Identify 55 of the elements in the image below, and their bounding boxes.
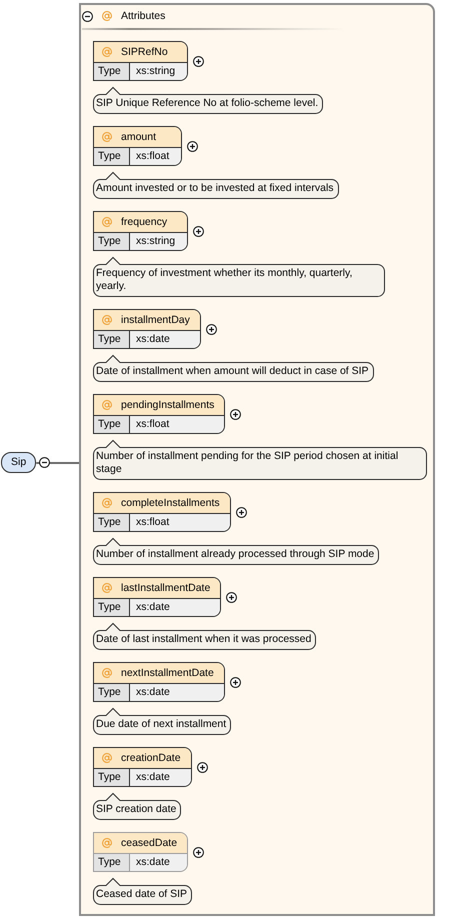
type-label: Type [94, 599, 130, 616]
documentation-callout [93, 257, 385, 297]
attribute-name: installmentDay [121, 314, 190, 326]
documentation-callout [93, 538, 380, 565]
type-label: Type [94, 233, 130, 250]
attribute-name: pendingInstallments [121, 398, 214, 412]
attribute-box [93, 309, 201, 349]
documentation-callout [93, 172, 339, 199]
attribute-box [93, 662, 225, 702]
type-label: Type [94, 416, 130, 433]
attribute-name: SIPRefNo [121, 46, 168, 58]
documentation-text: Number of installment pending for the SIP period chosen at initial stage [96, 450, 400, 476]
documentation-text: SIP creation date [96, 803, 176, 816]
attribute-box [93, 211, 188, 251]
type-label: Type [94, 769, 130, 786]
attribute-name: amount [121, 130, 156, 144]
documentation-text: Date of last installment when it was processed [96, 633, 312, 646]
documentation-callout [93, 623, 316, 650]
type-label: Type [94, 331, 130, 348]
attribute-box [93, 832, 188, 872]
documentation-text: Frequency of investment whether its monthly, quarterly, yearly. [96, 267, 354, 293]
attribute-box [93, 492, 231, 532]
element-name: Sip [11, 456, 26, 469]
documentation-text: Date of installment when amount will deduct in case of SIP [96, 365, 369, 378]
type-label: Type [94, 514, 130, 531]
attribute-box [93, 41, 188, 81]
element-node [1, 452, 36, 473]
attribute-name: creationDate [121, 752, 181, 764]
group-title: Attributes [121, 10, 166, 22]
attributes-group [79, 3, 435, 916]
documentation-callout [93, 355, 374, 382]
attribute-name: completeInstallments [121, 496, 220, 510]
documentation-callout [93, 793, 182, 820]
documentation-text: SIP Unique Reference No at folio-scheme level. [96, 97, 318, 110]
documentation-callout [93, 440, 427, 480]
documentation-text: Amount invested or to be invested at fixed intervals [96, 182, 334, 195]
attribute-box [93, 577, 222, 617]
attribute-box [93, 394, 226, 434]
connector-line [36, 462, 79, 464]
documentation-callout [93, 878, 192, 905]
attribute-name: nextInstallmentDate [121, 666, 214, 680]
attribute-name: lastInstallmentDate [121, 582, 210, 594]
documentation-text: Number of installment already processed through SIP mode [96, 548, 374, 561]
documentation-callout [93, 708, 232, 735]
attribute-box [93, 126, 182, 166]
documentation-text: Ceased date of SIP [96, 888, 188, 901]
documentation-text: Due date of next installment [96, 718, 226, 731]
documentation-callout [93, 87, 324, 114]
attribute-box [93, 747, 192, 787]
type-label: Type [94, 63, 130, 80]
attribute-name: ceasedDate [121, 836, 178, 850]
type-label: Type [94, 684, 130, 701]
type-label: Type [94, 854, 130, 871]
type-label: Type [94, 148, 130, 165]
attribute-name: frequency [121, 216, 168, 228]
